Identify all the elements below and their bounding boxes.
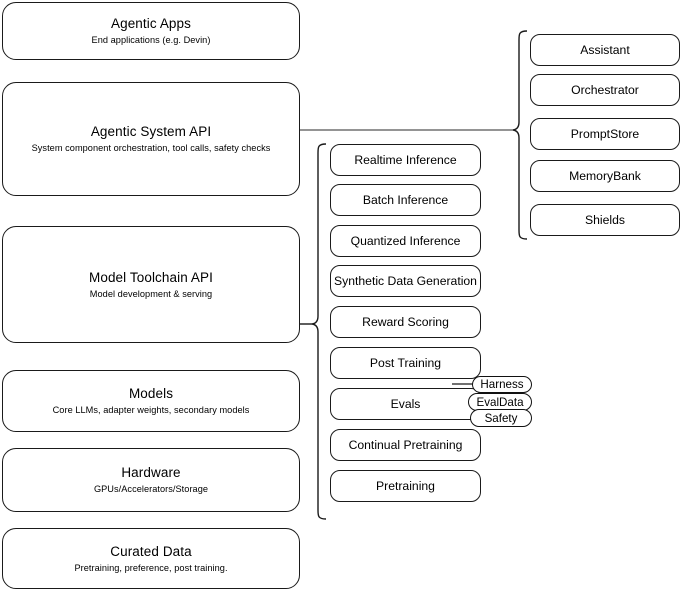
layer-title: Agentic System API bbox=[90, 124, 212, 139]
eval-pill-harness[interactable]: Harness bbox=[472, 376, 532, 393]
agentic-item-orchestrator[interactable]: Orchestrator bbox=[530, 74, 680, 106]
toolchain-item-label: Continual Pretraining bbox=[348, 437, 463, 452]
agentic-item-memorybank[interactable]: MemoryBank bbox=[530, 160, 680, 192]
agentic-item-label: Orchestrator bbox=[571, 82, 639, 97]
layer-title: Curated Data bbox=[110, 543, 192, 559]
layer-box-model-toolchain-api[interactable]: Model Toolchain API Model development & … bbox=[2, 226, 300, 343]
toolchain-item-label: Evals bbox=[390, 396, 421, 411]
agentic-item-label: MemoryBank bbox=[569, 168, 641, 183]
eval-pill-label: Harness bbox=[480, 378, 524, 391]
bracket-agentic-items bbox=[512, 30, 528, 240]
eval-pill-evaldata[interactable]: EvalData bbox=[468, 393, 532, 411]
agentic-item-label: Shields bbox=[585, 212, 625, 227]
toolchain-item-post-training[interactable]: Post Training bbox=[330, 347, 481, 379]
eval-pill-label: Safety bbox=[484, 411, 518, 425]
layer-title: Model Toolchain API bbox=[89, 269, 213, 285]
toolchain-item-synthetic-data-generation[interactable]: Synthetic Data Generation bbox=[330, 265, 481, 297]
toolchain-item-continual-pretraining[interactable]: Continual Pretraining bbox=[330, 429, 481, 461]
toolchain-item-label: Pretraining bbox=[376, 478, 435, 493]
layer-box-models[interactable]: Models Core LLMs, adapter weights, secon… bbox=[2, 370, 300, 432]
agentic-item-promptstore[interactable]: PromptStore bbox=[530, 118, 680, 150]
toolchain-item-label: Batch Inference bbox=[362, 192, 449, 207]
layer-subtitle: Core LLMs, adapter weights, secondary mo… bbox=[52, 405, 250, 415]
layer-subtitle: Pretraining, preference, post training. bbox=[74, 562, 228, 573]
layer-box-curated-data[interactable]: Curated Data Pretraining, preference, po… bbox=[2, 528, 300, 589]
toolchain-item-reward-scoring[interactable]: Reward Scoring bbox=[330, 306, 481, 338]
toolchain-item-evals[interactable]: Evals bbox=[330, 388, 481, 420]
bracket-toolchain-items bbox=[311, 143, 327, 520]
layer-title: Hardware bbox=[121, 465, 181, 480]
layer-box-agentic-apps[interactable]: Agentic Apps End applications (e.g. Devi… bbox=[2, 2, 300, 60]
toolchain-item-batch-inference[interactable]: Batch Inference bbox=[330, 184, 481, 216]
layer-subtitle: End applications (e.g. Devin) bbox=[91, 35, 211, 45]
layer-subtitle: GPUs/Accelerators/Storage bbox=[93, 484, 209, 494]
layer-title: Models bbox=[128, 386, 174, 401]
toolchain-item-label: Reward Scoring bbox=[362, 314, 449, 329]
layer-title: Agentic Apps bbox=[110, 16, 191, 31]
layer-subtitle: Model development & serving bbox=[89, 288, 213, 299]
eval-pill-label: EvalData bbox=[476, 395, 524, 409]
toolchain-item-pretraining[interactable]: Pretraining bbox=[330, 470, 481, 502]
layer-subtitle: System component orchestration, tool cal… bbox=[31, 143, 271, 153]
toolchain-item-label: Realtime Inference bbox=[354, 152, 457, 167]
toolchain-item-label: Synthetic Data Generation bbox=[334, 273, 477, 288]
agentic-item-label: PromptStore bbox=[570, 126, 640, 141]
toolchain-item-label: Post Training bbox=[369, 355, 442, 370]
eval-pill-safety[interactable]: Safety bbox=[470, 409, 532, 427]
agentic-item-assistant[interactable]: Assistant bbox=[530, 34, 680, 66]
agentic-item-label: Assistant bbox=[580, 42, 630, 57]
agentic-item-shields[interactable]: Shields bbox=[530, 204, 680, 236]
toolchain-item-quantized-inference[interactable]: Quantized Inference bbox=[330, 225, 481, 257]
layer-box-agentic-system-api[interactable]: Agentic System API System component orch… bbox=[2, 82, 300, 196]
toolchain-item-realtime-inference[interactable]: Realtime Inference bbox=[330, 144, 481, 176]
layer-box-hardware[interactable]: Hardware GPUs/Accelerators/Storage bbox=[2, 448, 300, 512]
toolchain-item-label: Quantized Inference bbox=[350, 233, 461, 248]
